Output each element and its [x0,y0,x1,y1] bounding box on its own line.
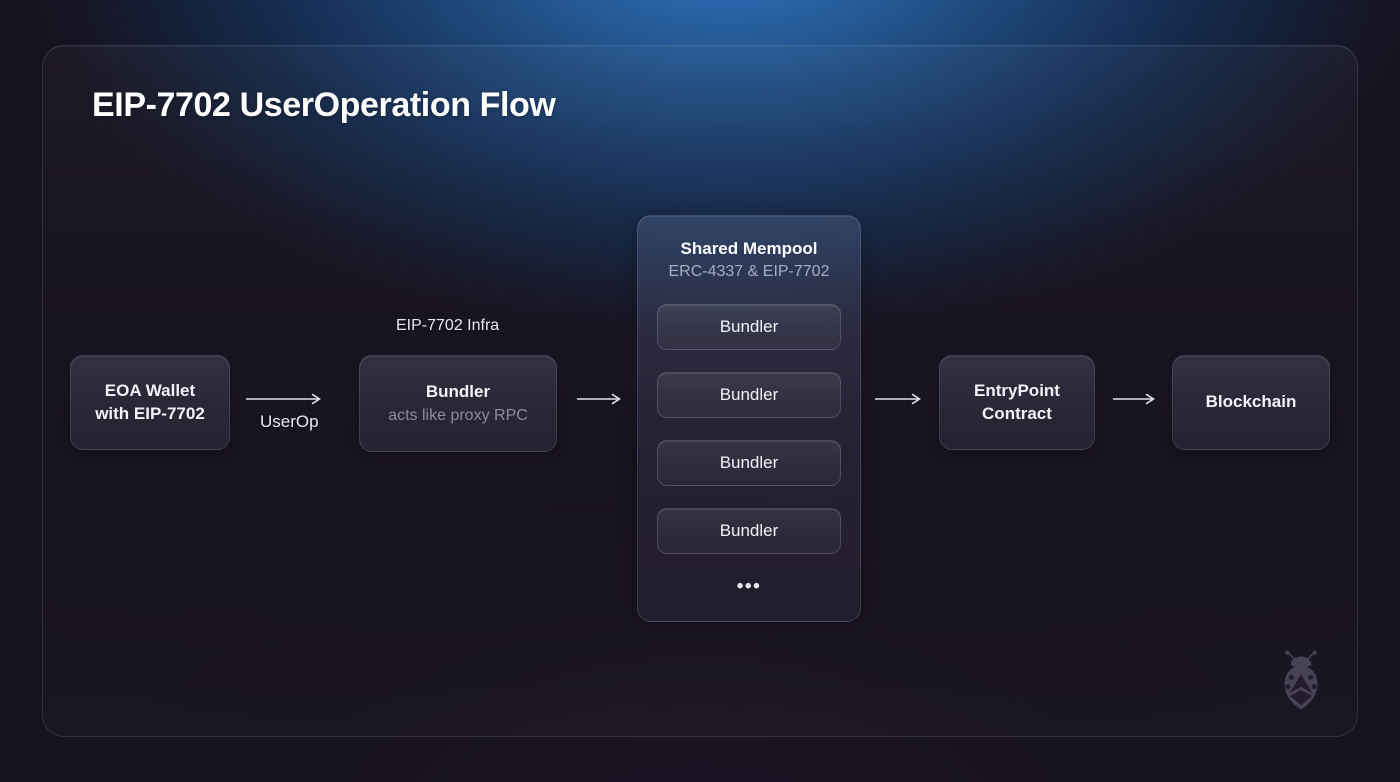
bundler-list-ellipsis: ••• [736,575,762,597]
list-item[interactable]: Bundler [657,507,841,554]
shared-mempool-title: Shared Mempool [680,239,818,258]
node-bundler-proxy-title: Bundler [425,381,491,401]
node-entrypoint-contract: EntryPoint Contract [939,355,1095,450]
arrow-mempool-to-entrypoint-icon [875,393,921,405]
node-eoa-wallet-title: EOA Wallet with EIP-7702 [95,380,205,423]
arrow-eoa-to-bundler-icon [246,393,321,405]
label-userop: UserOp [260,412,319,431]
page-title: EIP-7702 UserOperation Flow [92,86,556,124]
node-blockchain-title: Blockchain [1205,392,1297,412]
node-bundler-proxy: Bundler acts like proxy RPC [359,355,557,452]
ladybug-ethereum-logo-icon [1284,650,1318,710]
arrow-entrypoint-to-blockchain-icon [1113,393,1155,405]
bundler-list: Bundler Bundler Bundler Bundler ••• [657,303,841,598]
diagram-card [42,45,1358,737]
label-eip7702-infra: EIP-7702 Infra [396,317,500,334]
shared-mempool-subtitle: ERC-4337 & EIP-7702 [668,263,830,281]
node-entrypoint-contract-title: EntryPoint Contract [974,380,1060,423]
list-item[interactable]: Bundler [657,371,841,418]
arrow-bundler-to-mempool-icon [577,393,621,405]
node-bundler-proxy-subtitle: acts like proxy RPC [388,406,528,424]
node-blockchain: Blockchain [1172,355,1330,450]
list-item[interactable]: Bundler [657,439,841,486]
shared-mempool-panel: Shared Mempool ERC-4337 & EIP-7702 Bundl… [637,215,861,622]
list-item[interactable]: Bundler [657,303,841,350]
node-eoa-wallet: EOA Wallet with EIP-7702 [70,355,230,450]
